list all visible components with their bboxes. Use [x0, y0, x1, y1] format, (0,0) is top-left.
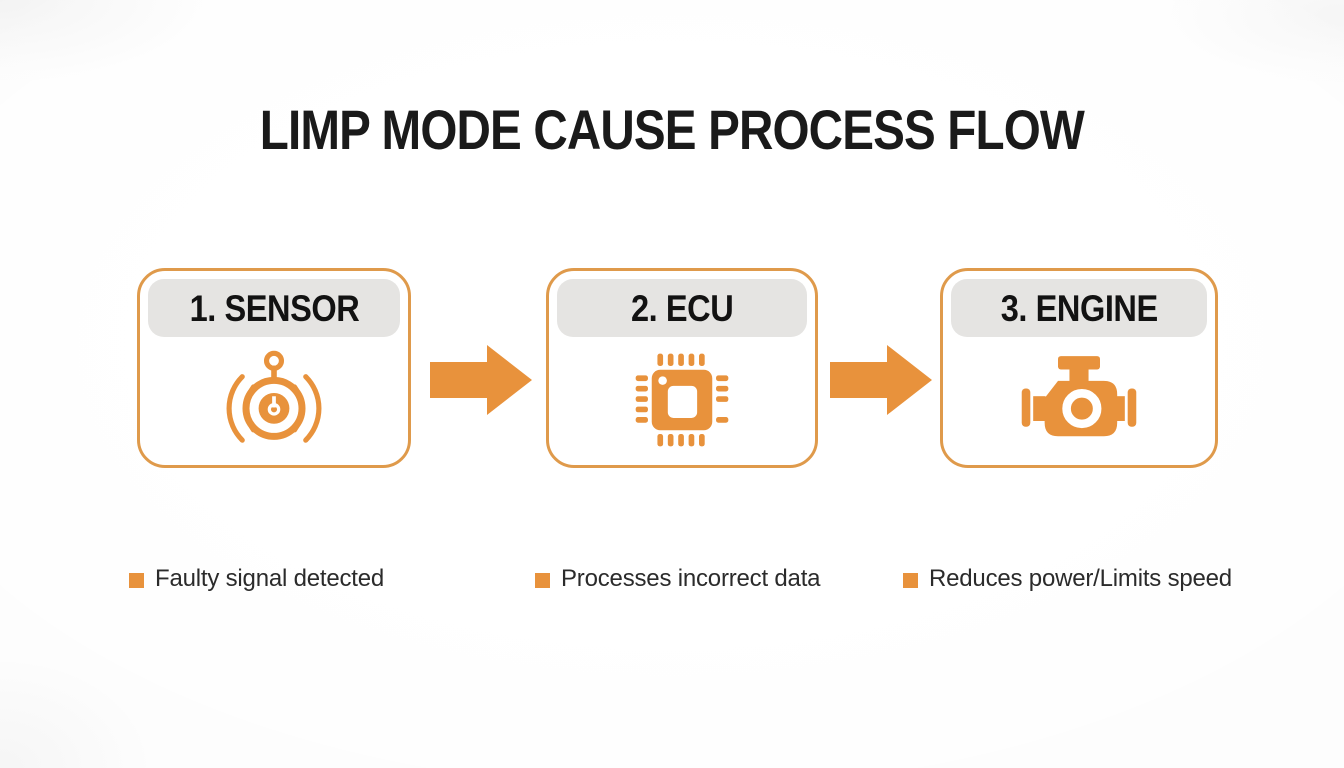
- sensor-signal-icon: [140, 337, 408, 463]
- caption-ecu: Processes incorrect data: [535, 565, 821, 593]
- caption-sensor: Faulty signal detected: [129, 565, 384, 593]
- step-label-sensor: 1. SENSOR: [189, 287, 359, 329]
- caption-engine-text: Reduces power/Limits speed: [929, 565, 1232, 592]
- arrow-right-icon: [830, 345, 932, 415]
- arrow-right-icon: [430, 345, 532, 415]
- arrow-right-icon-svg: [830, 345, 932, 415]
- microchip-icon: [549, 337, 815, 463]
- step-box-ecu: 2. ECU: [546, 268, 818, 468]
- step-box-engine: 3. ENGINE: [940, 268, 1218, 468]
- arrow-right-icon-svg: [430, 345, 532, 415]
- step-header-sensor: 1. SENSOR: [148, 279, 400, 337]
- caption-engine: Reduces power/Limits speed: [903, 565, 1232, 593]
- engine-icon: [943, 337, 1215, 463]
- caption-sensor-text: Faulty signal detected: [155, 565, 385, 592]
- bullet-square-icon: [903, 572, 918, 588]
- step-header-engine: 3. ENGINE: [951, 279, 1207, 337]
- engine-icon-svg: [1021, 356, 1137, 437]
- step-label-ecu: 2. ECU: [630, 287, 734, 329]
- sensor-signal-icon-svg: [226, 350, 322, 443]
- step-box-sensor: 1. SENSOR: [137, 268, 411, 468]
- caption-ecu-text: Processes incorrect data: [561, 565, 821, 592]
- page-title-text: LIMP MODE CAUSE PROCESS FLOW: [259, 98, 1085, 161]
- step-label-engine: 3. ENGINE: [1000, 287, 1158, 329]
- bullet-square-icon: [129, 572, 144, 588]
- page-title: LIMP MODE CAUSE PROCESS FLOW: [0, 102, 1344, 158]
- step-header-ecu: 2. ECU: [557, 279, 807, 337]
- bullet-square-icon: [535, 572, 550, 588]
- microchip-icon-svg: [635, 353, 729, 447]
